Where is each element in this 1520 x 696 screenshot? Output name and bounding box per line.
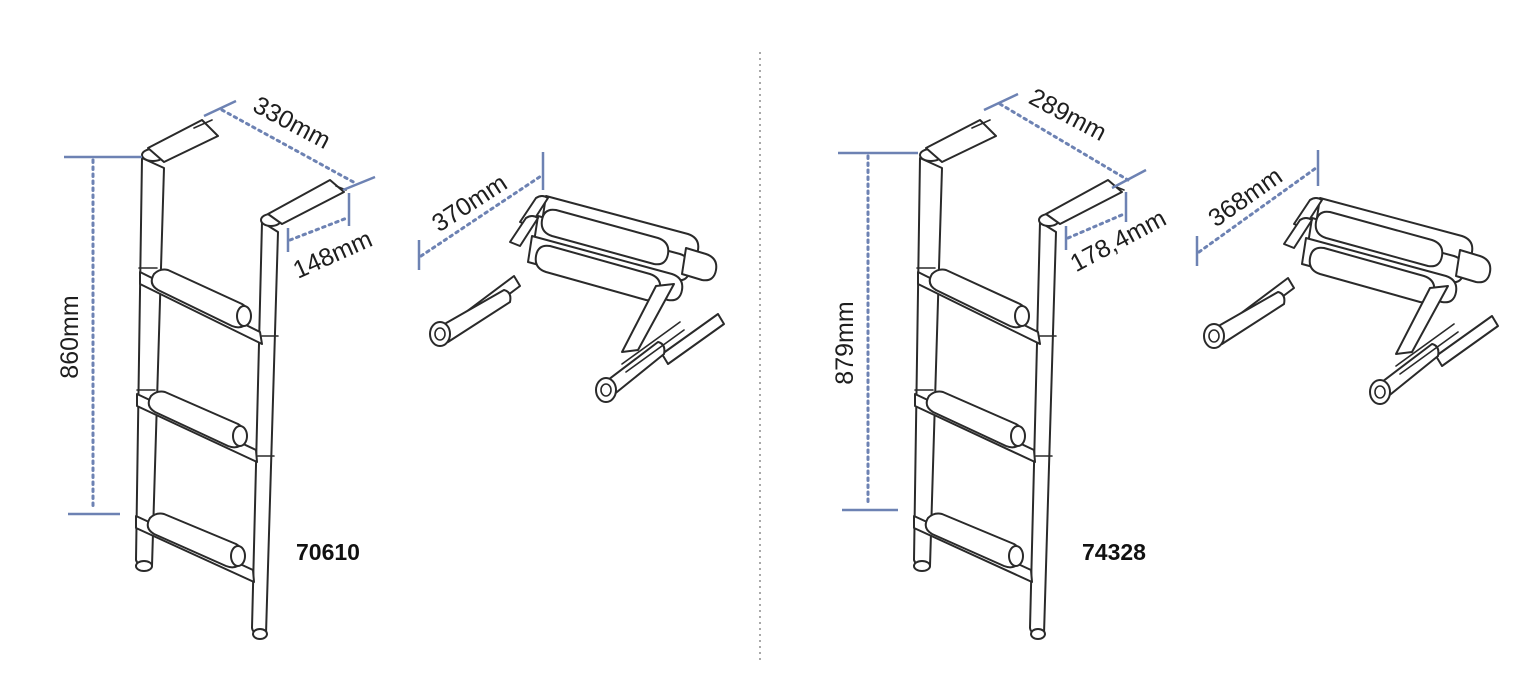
product-70610-panel: 860mm 330mm 148mm 370mm 70610	[56, 91, 725, 640]
width-label-70610: 330mm	[248, 91, 335, 155]
height-dimension-74328	[838, 151, 918, 512]
product-code-70610: 70610	[296, 539, 360, 565]
product-code-74328: 74328	[1082, 539, 1146, 565]
width-label-74328: 289mm	[1024, 83, 1111, 147]
folded-width-dimension-74328	[1195, 150, 1320, 266]
height-label-74328: 879mm	[831, 301, 859, 384]
folded-ladder-drawing-74328	[1203, 197, 1499, 405]
depth-dimension-70610	[286, 193, 351, 252]
folded-ladder-drawing-70610	[429, 195, 725, 403]
width-dimension-70610	[203, 99, 376, 192]
depth-dimension-74328	[1064, 192, 1128, 250]
product-74328-panel: 879mm 289mm 178,4mm 368mm 74328	[831, 83, 1499, 640]
height-label-70610: 860mm	[56, 295, 84, 378]
width-dimension-74328	[983, 92, 1147, 190]
folded-width-dimension-70610	[417, 152, 545, 270]
height-dimension-70610	[64, 155, 142, 516]
